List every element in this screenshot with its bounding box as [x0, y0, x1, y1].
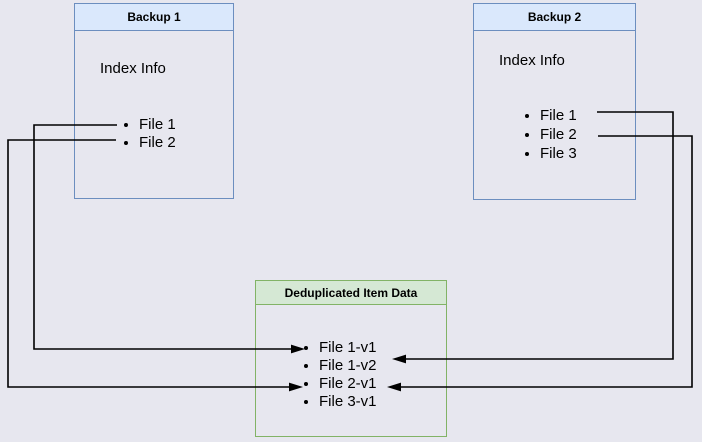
dedup-title: Deduplicated Item Data	[284, 285, 418, 300]
backup2-header: Backup 2	[474, 4, 635, 31]
dedup-item-file2-v1: File 2-v1	[319, 375, 377, 393]
backup2-file-list: File 1 File 2 File 3	[522, 106, 577, 163]
backup2-index-info-label: Index Info	[499, 52, 565, 69]
backup2-title: Backup 2	[527, 10, 582, 24]
dedup-item-file3-v1: File 3-v1	[319, 393, 377, 411]
backup2-box: Backup 2 Index Info File 1 File 2 File 3	[473, 3, 636, 200]
backup1-title: Backup 1	[127, 10, 181, 24]
backup1-header: Backup 1	[75, 4, 233, 31]
dedup-item-file1-v2: File 1-v2	[319, 357, 377, 375]
backup2-file-2: File 2	[540, 125, 577, 144]
backup1-box: Backup 1 Index Info File 1 File 2	[74, 3, 234, 199]
backup1-file-list: File 1 File 2	[121, 116, 176, 152]
backup2-file-1: File 1	[540, 106, 577, 125]
dedup-box: Deduplicated Item Data File 1-v1 File 1-…	[255, 280, 447, 437]
dedup-header: Deduplicated Item Data	[256, 281, 446, 305]
dedup-item-list: File 1-v1 File 1-v2 File 2-v1 File 3-v1	[301, 339, 377, 411]
backup1-file-2: File 2	[139, 134, 176, 152]
backup1-index-info-label: Index Info	[100, 60, 166, 77]
backup2-file-3: File 3	[540, 144, 577, 163]
backup1-file-1: File 1	[139, 116, 176, 134]
dedup-item-file1-v1: File 1-v1	[319, 339, 377, 357]
